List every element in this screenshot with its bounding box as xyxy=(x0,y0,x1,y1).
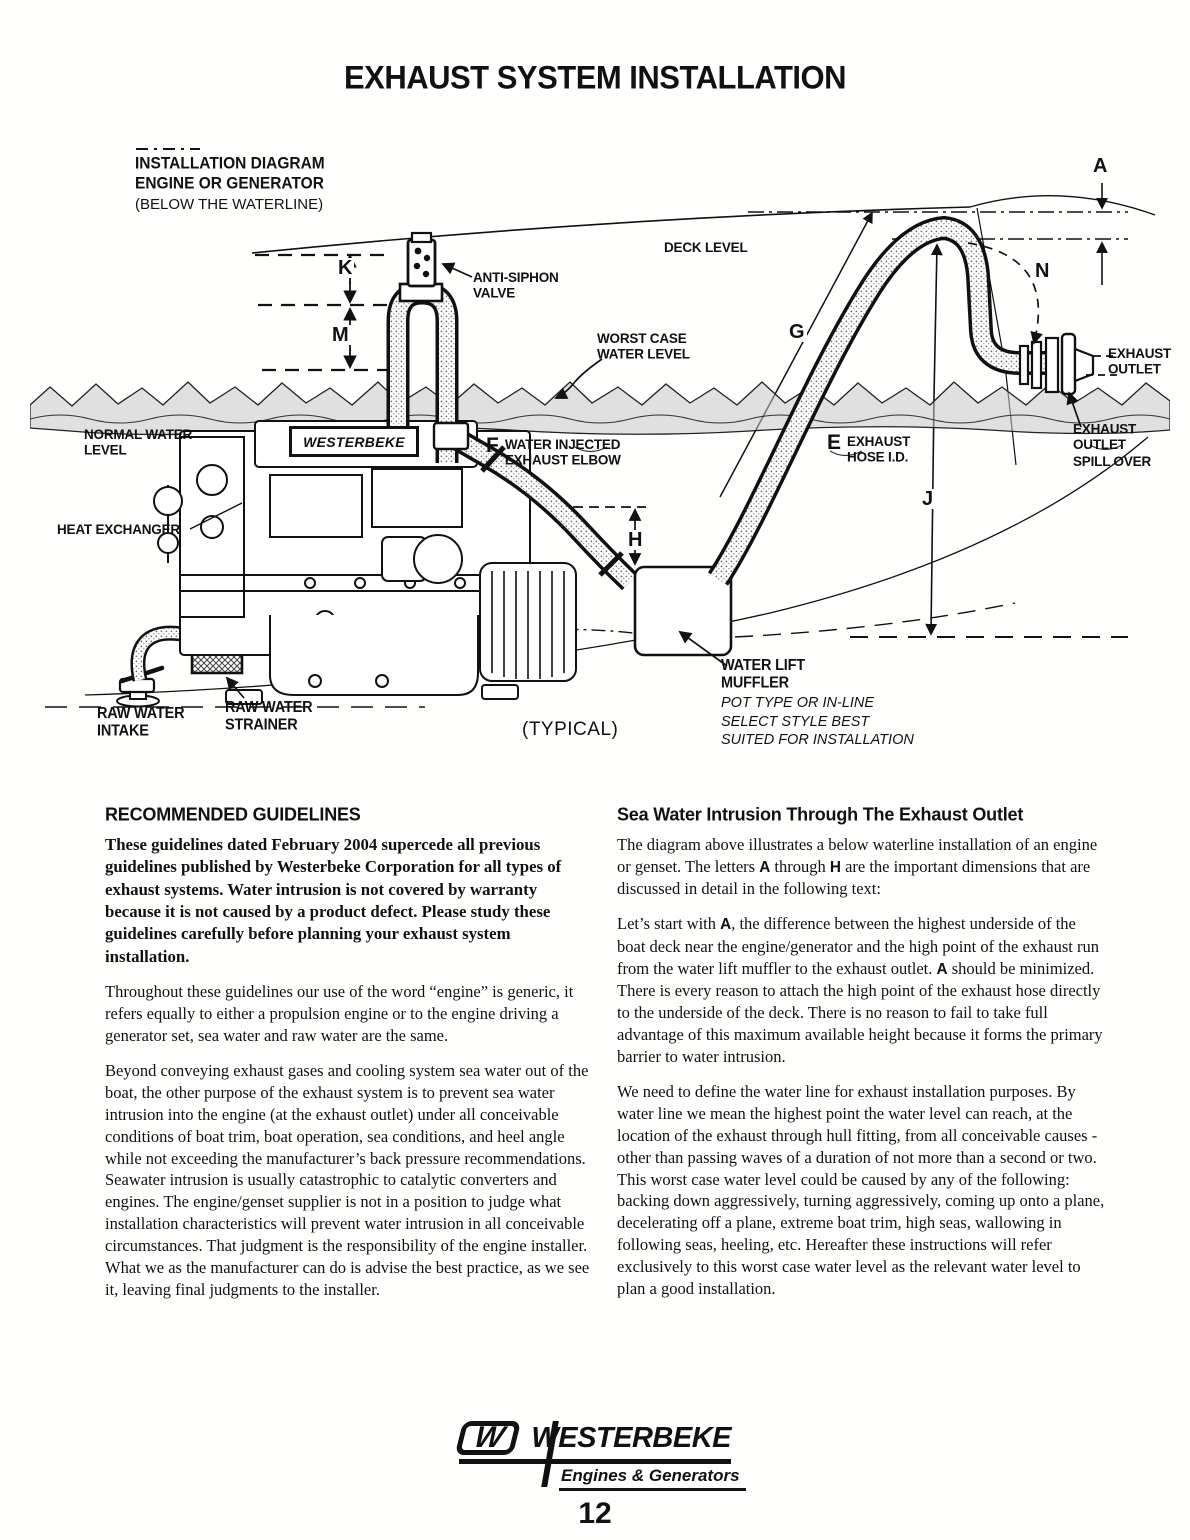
logo-w-box: W xyxy=(454,1421,522,1455)
logo-w-letter: W xyxy=(471,1421,506,1454)
dim-letter-k: K xyxy=(336,257,355,279)
left-paragraph-2: Throughout these guidelines our use of t… xyxy=(105,981,574,1045)
label-exhaust-hose-id: E EXHAUST HOSE I.D. xyxy=(827,431,911,466)
westerbeke-logo: W WESTERBEKE Engines & Generators xyxy=(454,1421,746,1491)
label-exhaust-outlet-spill-over: EXHAUST OUTLET SPILL OVER xyxy=(1073,420,1152,469)
dim-letter-m: M xyxy=(330,324,351,346)
right-paragraph-1: The diagram above illustrates a below wa… xyxy=(617,835,1098,899)
label-exhaust-outlet: EXHAUST OUTLET xyxy=(1108,345,1172,378)
label-anti-siphon-valve: ANTI-SIPHON VALVE xyxy=(473,269,559,302)
dim-letter-h: H xyxy=(626,529,645,551)
label-deck-level: DECK LEVEL xyxy=(664,239,748,256)
dim-letter-f: F xyxy=(486,434,499,457)
right-column: Sea Water Intrusion Through The Exhaust … xyxy=(617,804,1105,1313)
page-number: 12 xyxy=(578,1497,612,1530)
right-paragraph-3: We need to define the water line for exh… xyxy=(617,1081,1105,1299)
label-water-lift-muffler-note: POT TYPE OR IN-LINE SELECT STYLE BEST SU… xyxy=(721,695,914,749)
page-title: EXHAUST SYSTEM INSTALLATION xyxy=(343,59,847,96)
dim-letter-a: A xyxy=(1091,155,1110,177)
logo-brand-text: WESTERBEKE xyxy=(531,1421,731,1454)
left-column: RECOMMENDED GUIDELINES These guidelines … xyxy=(105,804,593,1314)
dim-letter-e: E xyxy=(827,431,842,454)
diagram-subtitle: INSTALLATION DIAGRAM ENGINE OR GENERATOR xyxy=(135,155,325,193)
right-paragraph-2: Let’s start with A, the difference betwe… xyxy=(617,914,1103,1066)
installation-diagram-drawing xyxy=(30,148,1170,708)
label-raw-water-strainer: RAW WATER STRAINER xyxy=(225,699,313,734)
left-column-heading: RECOMMENDED GUIDELINES xyxy=(105,804,361,825)
dim-letter-g: G xyxy=(787,321,807,343)
dim-letter-j: J xyxy=(920,488,936,510)
engine-brand-plate: WESTERBEKE xyxy=(289,426,419,457)
label-normal-water-level: NORMAL WATER LEVEL xyxy=(84,426,193,459)
label-water-injected-exhaust-elbow: F WATER INJECTED EXHAUST ELBOW xyxy=(486,434,621,469)
left-paragraph-1: These guidelines dated February 2004 sup… xyxy=(105,835,562,966)
dim-letter-n: N xyxy=(1033,260,1052,282)
label-raw-water-intake: RAW WATER INTAKE xyxy=(97,705,185,740)
left-paragraph-3: Beyond conveying exhaust gases and cooli… xyxy=(105,1060,590,1300)
diagram-subtitle-note: (BELOW THE WATERLINE) xyxy=(135,196,324,213)
logo-tagline: Engines & Generators xyxy=(559,1464,746,1491)
label-worst-case-water-level: WORST CASE WATER LEVEL xyxy=(597,330,690,363)
label-typical: (TYPICAL) xyxy=(522,719,619,740)
label-water-lift-muffler: WATER LIFT MUFFLER xyxy=(721,657,805,692)
right-column-heading: Sea Water Intrusion Through The Exhaust … xyxy=(617,804,1024,825)
label-heat-exchanger: HEAT EXCHANGER xyxy=(57,521,180,538)
